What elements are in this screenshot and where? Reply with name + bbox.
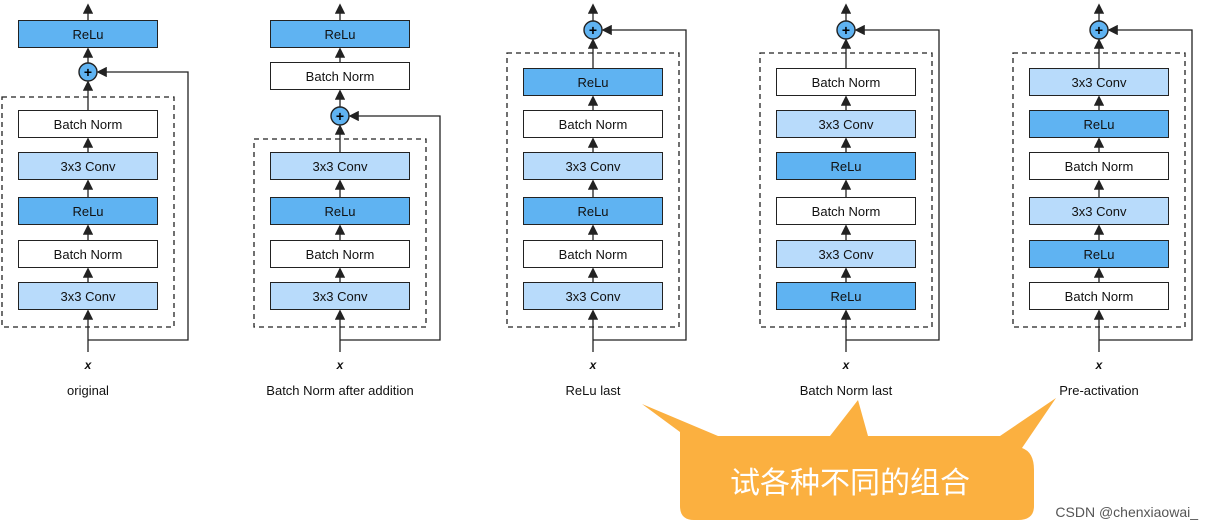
plus-sign: + [336, 108, 344, 124]
relu-block: ReLu [1029, 240, 1169, 268]
conv-block: 3x3 Conv [1029, 68, 1169, 96]
relu-block: ReLu [18, 197, 158, 225]
batch-norm-block: Batch Norm [270, 240, 410, 268]
relu-block: ReLu [523, 68, 663, 96]
relu-block: ReLu [270, 197, 410, 225]
plus-sign: + [842, 22, 850, 38]
variant-caption: Pre-activation [1059, 383, 1139, 398]
batch-norm-block: Batch Norm [1029, 152, 1169, 180]
conv-block: 3x3 Conv [18, 152, 158, 180]
skip-connection [593, 24, 687, 341]
conv-block: 3x3 Conv [523, 152, 663, 180]
variant-caption: Batch Norm after addition [266, 383, 414, 398]
input-x-label: x [1095, 358, 1103, 372]
skip-connection [846, 24, 940, 341]
batch-norm-block: Batch Norm [1029, 282, 1169, 310]
skip-connection [88, 66, 189, 341]
batch-norm-block: Batch Norm [523, 110, 663, 138]
batch-norm-block: Batch Norm [776, 68, 916, 96]
input-x-label: x [336, 358, 344, 372]
batch-norm-block: Batch Norm [18, 110, 158, 138]
conv-block: 3x3 Conv [270, 152, 410, 180]
relu-block: ReLu [270, 20, 410, 48]
plus-sign: + [1095, 22, 1103, 38]
skip-connection [340, 110, 441, 341]
input-x-label: x [589, 358, 597, 372]
callout-bubble [642, 398, 1056, 520]
variant-caption: Batch Norm last [799, 383, 893, 398]
relu-block: ReLu [776, 152, 916, 180]
skip-connection [1099, 24, 1193, 341]
conv-block: 3x3 Conv [270, 282, 410, 310]
variant-caption: ReLu last [565, 383, 621, 398]
plus-sign: + [589, 22, 597, 38]
variant-caption: original [67, 383, 109, 398]
relu-block: ReLu [1029, 110, 1169, 138]
batch-norm-block: Batch Norm [523, 240, 663, 268]
conv-block: 3x3 Conv [776, 110, 916, 138]
batch-norm-block: Batch Norm [776, 197, 916, 225]
watermark: CSDN @chenxiaowai_ [1055, 504, 1198, 520]
plus-sign: + [84, 64, 92, 80]
batch-norm-block: Batch Norm [18, 240, 158, 268]
input-x-label: x [842, 358, 850, 372]
conv-block: 3x3 Conv [1029, 197, 1169, 225]
callout-text: 试各种不同的组合 [730, 466, 970, 501]
relu-block: ReLu [776, 282, 916, 310]
relu-block: ReLu [523, 197, 663, 225]
batch-norm-block: Batch Norm [270, 62, 410, 90]
conv-block: 3x3 Conv [18, 282, 158, 310]
relu-block: ReLu [18, 20, 158, 48]
conv-block: 3x3 Conv [523, 282, 663, 310]
conv-block: 3x3 Conv [776, 240, 916, 268]
input-x-label: x [84, 358, 92, 372]
